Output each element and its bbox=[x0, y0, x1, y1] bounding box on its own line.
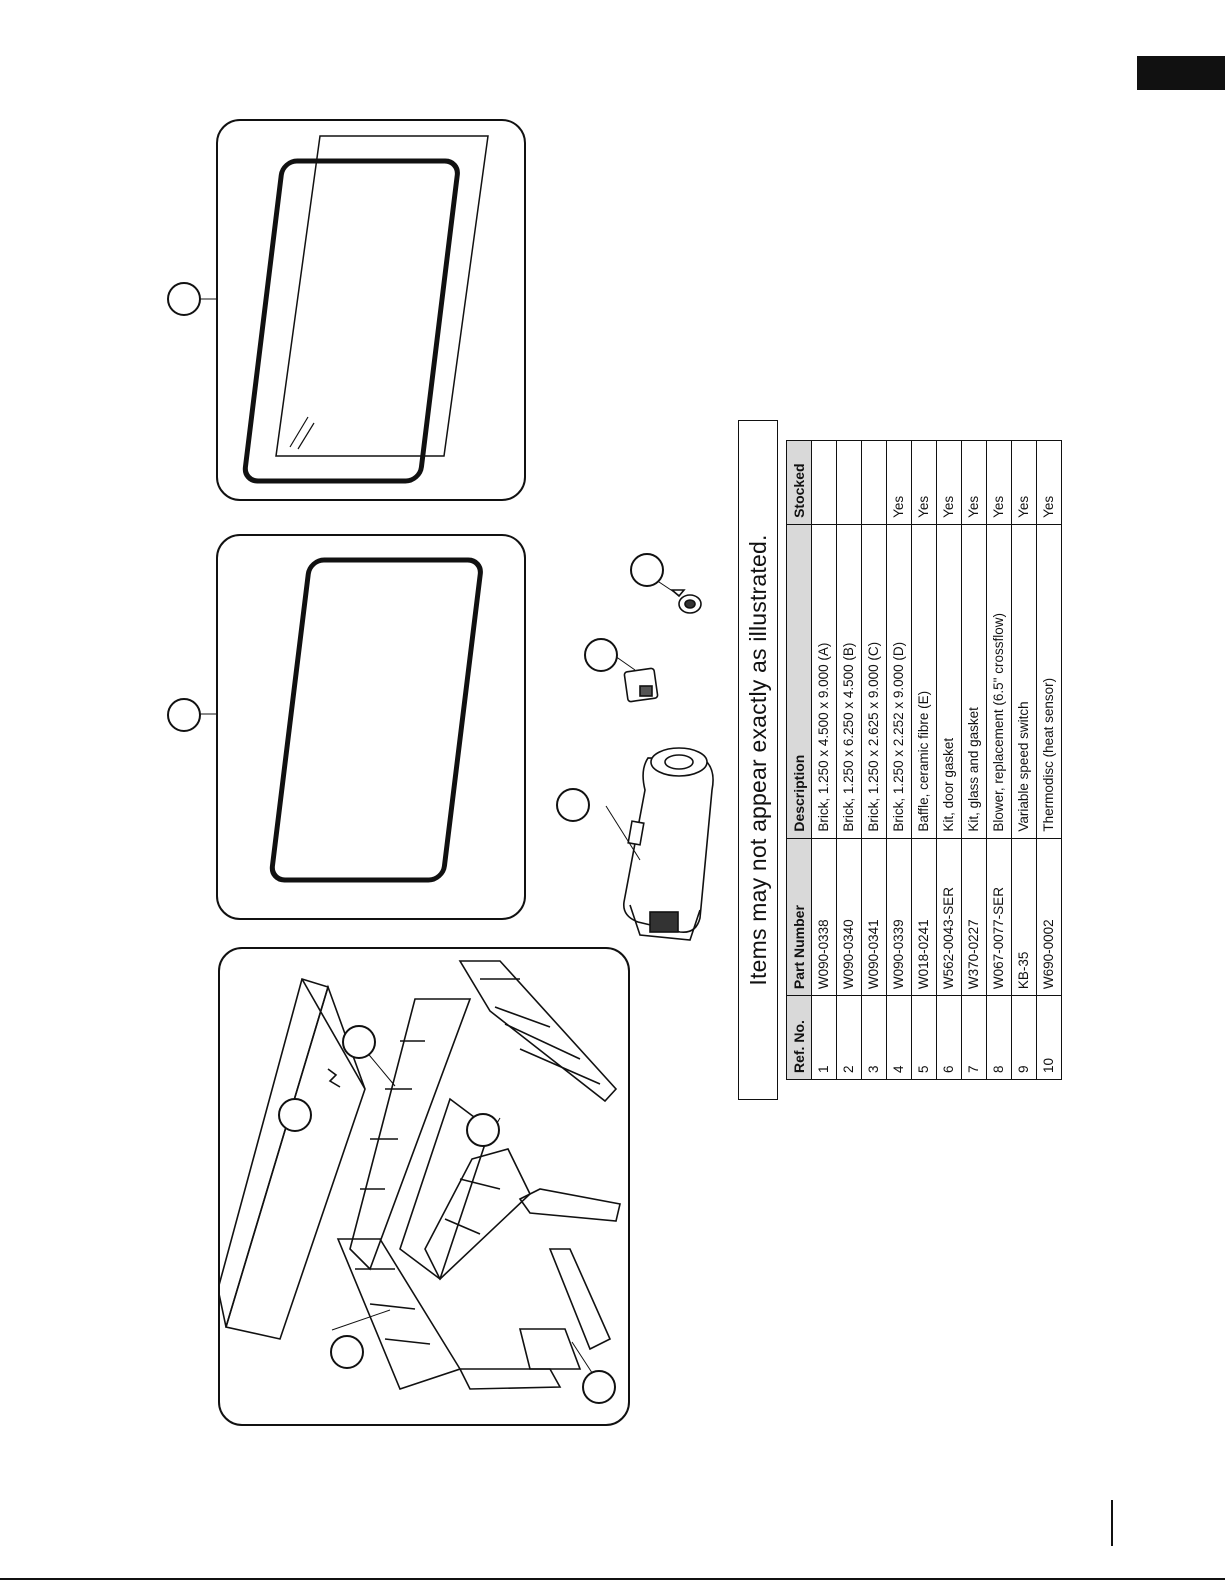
header-description: Description bbox=[786, 524, 812, 839]
callout-circle-blower bbox=[556, 788, 590, 822]
cell-ref: 6 bbox=[936, 995, 962, 1080]
blower-icon bbox=[605, 747, 714, 941]
cell-part-number: W562-0043-SER bbox=[936, 838, 962, 996]
speed-switch-icon bbox=[614, 655, 659, 703]
cell-part-number: W090-0339 bbox=[886, 838, 912, 996]
callout-circle-switch bbox=[584, 638, 618, 672]
cell-stocked bbox=[836, 440, 862, 525]
cell-part-number: KB-35 bbox=[1011, 838, 1037, 996]
header-ref-no: Ref. No. bbox=[786, 995, 812, 1080]
firebrick-assembly-icon bbox=[220, 960, 621, 1390]
cell-ref: 7 bbox=[961, 995, 987, 1080]
cell-part-number: W690-0002 bbox=[1036, 838, 1062, 996]
parts-table: Ref. No. Part Number Description Stocked… bbox=[786, 440, 1062, 1080]
section-tab-marker bbox=[1137, 56, 1225, 90]
cell-description: Brick, 1.250 x 4.500 x 9.000 (A) bbox=[811, 524, 837, 839]
illustration-notice: Items may not appear exactly as illustra… bbox=[738, 420, 778, 1100]
door-gasket-panel bbox=[216, 534, 526, 920]
cell-stocked: Yes bbox=[986, 440, 1012, 525]
callout-circle-baffle bbox=[278, 1098, 312, 1132]
cell-ref: 3 bbox=[861, 995, 887, 1080]
cell-stocked: Yes bbox=[1036, 440, 1062, 525]
cell-description: Variable speed switch bbox=[1011, 524, 1037, 839]
glass-and-gasket-icon bbox=[242, 135, 489, 484]
cell-ref: 2 bbox=[836, 995, 862, 1080]
footer-rule bbox=[0, 1578, 1225, 1580]
callout-circle-thermodisc bbox=[630, 553, 664, 587]
cell-part-number: W090-0341 bbox=[861, 838, 887, 996]
firebrick-panel bbox=[218, 947, 630, 1426]
cell-ref: 5 bbox=[911, 995, 937, 1080]
cell-description: Brick, 1.250 x 2.625 x 9.000 (C) bbox=[861, 524, 887, 839]
cell-description: Brick, 1.250 x 6.250 x 4.500 (B) bbox=[836, 524, 862, 839]
cell-part-number: W370-0227 bbox=[961, 838, 987, 996]
cell-stocked: Yes bbox=[936, 440, 962, 525]
glass-kit-panel bbox=[216, 119, 526, 501]
cell-ref: 8 bbox=[986, 995, 1012, 1080]
cell-part-number: W090-0338 bbox=[811, 838, 837, 996]
door-gasket-icon bbox=[269, 557, 483, 883]
cell-stocked: Yes bbox=[911, 440, 937, 525]
header-stocked: Stocked bbox=[786, 440, 812, 525]
cell-description: Kit, glass and gasket bbox=[961, 524, 987, 839]
callout-circle-glass-kit bbox=[167, 282, 201, 316]
cell-part-number: W067-0077-SER bbox=[986, 838, 1012, 996]
header-part-number: Part Number bbox=[786, 838, 812, 996]
cell-stocked: Yes bbox=[1011, 440, 1037, 525]
callout-circle-brick-b bbox=[466, 1113, 500, 1147]
cell-description: Thermodisc (heat sensor) bbox=[1036, 524, 1062, 839]
cell-description: Brick, 1.250 x 2.252 x 9.000 (D) bbox=[886, 524, 912, 839]
cell-stocked bbox=[861, 440, 887, 525]
callout-circle-brick-c bbox=[330, 1335, 364, 1369]
cell-stocked: Yes bbox=[961, 440, 987, 525]
callout-circle-door-gasket bbox=[167, 698, 201, 732]
page-number-rule bbox=[1111, 1500, 1113, 1546]
callout-circle-brick-d bbox=[582, 1370, 616, 1404]
cell-stocked: Yes bbox=[886, 440, 912, 525]
cell-ref: 1 bbox=[811, 995, 837, 1080]
cell-ref: 4 bbox=[886, 995, 912, 1080]
table-header-row: Ref. No. Part Number Description Stocked bbox=[786, 440, 812, 1080]
cell-description: Blower, replacement (6.5" crossflow) bbox=[986, 524, 1012, 839]
cell-ref: 9 bbox=[1011, 995, 1037, 1080]
cell-part-number: W090-0340 bbox=[836, 838, 862, 996]
cell-part-number: W018-0241 bbox=[911, 838, 937, 996]
cell-description: Kit, door gasket bbox=[936, 524, 962, 839]
cell-description: Baffle, ceramic fibre (E) bbox=[911, 524, 937, 839]
thermodisc-icon bbox=[655, 579, 702, 614]
cell-ref: 10 bbox=[1036, 995, 1062, 1080]
cell-stocked bbox=[811, 440, 837, 525]
callout-circle-brick-a bbox=[342, 1025, 376, 1059]
